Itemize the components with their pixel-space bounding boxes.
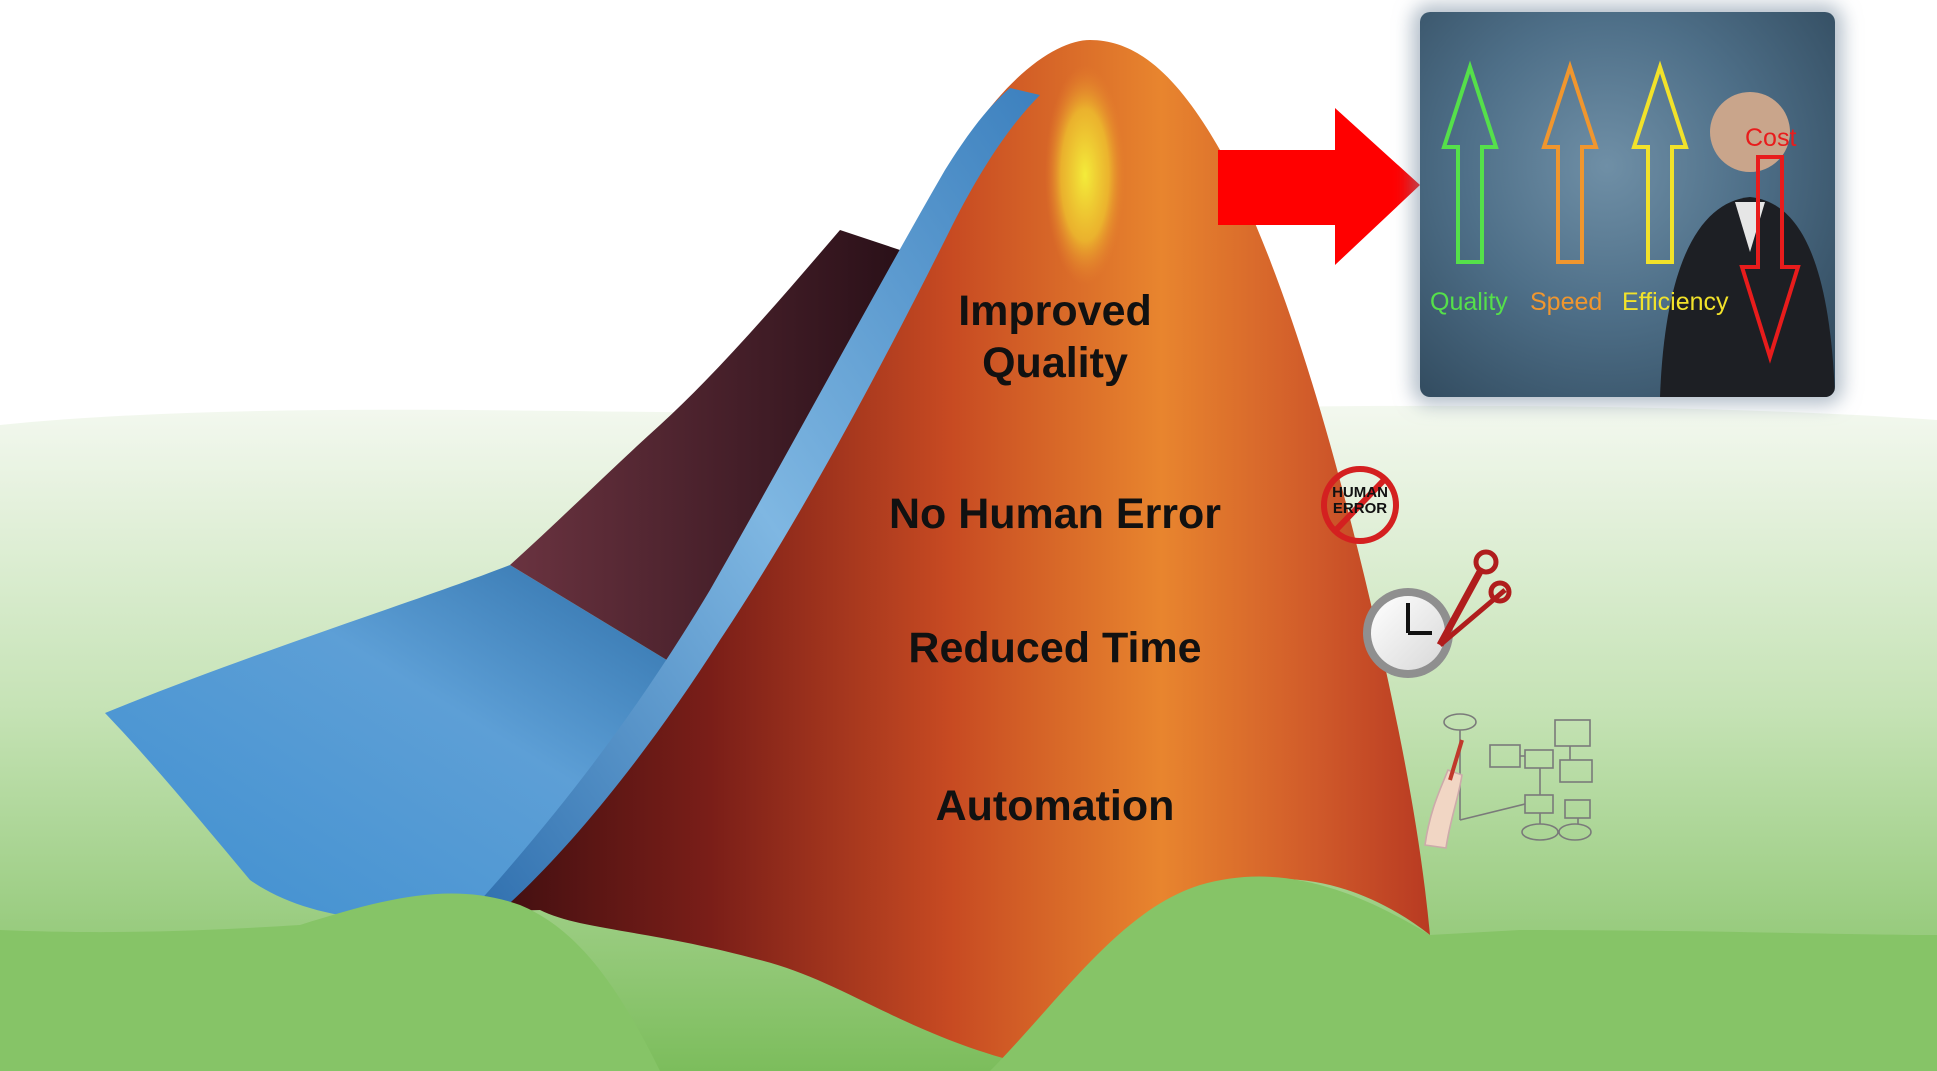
efficiency-arrow-icon (1631, 60, 1689, 264)
dark-fold-surface (510, 230, 900, 668)
speed-arrow-icon (1541, 60, 1599, 264)
label-improved-quality: Improved Quality (905, 285, 1205, 390)
inset-label-efficiency: Efficiency (1622, 288, 1729, 316)
human-error-line2: ERROR (1332, 500, 1388, 517)
ground-front (0, 893, 660, 1071)
peak-highlight (1045, 65, 1125, 285)
label-improved-quality-line2: Quality (982, 339, 1128, 388)
flowchart-drawing-icon (1424, 713, 1593, 849)
quality-speed-efficiency-cost-image: Quality Speed Efficiency Cost (1420, 12, 1835, 397)
label-no-human-error: No Human Error (888, 490, 1222, 538)
human-error-icon: HUMAN ERROR (1315, 465, 1405, 545)
ground-front-right (990, 876, 1937, 1071)
blue-ridge (470, 88, 1040, 912)
label-automation: Automation (935, 782, 1175, 830)
inset-label-speed: Speed (1530, 288, 1603, 316)
big-red-arrow-icon (1218, 108, 1420, 265)
peak-surface (470, 40, 1430, 1060)
clock-with-scissors-icon (1363, 549, 1512, 678)
human-error-line1: HUMAN (1332, 484, 1388, 501)
inset-artwork (1441, 60, 1835, 397)
label-reduced-time: Reduced Time (908, 624, 1202, 672)
blue-sheet-surface (105, 565, 680, 920)
inset-label-quality: Quality (1430, 288, 1508, 316)
quality-arrow-icon (1441, 60, 1499, 264)
inset-label-cost: Cost (1745, 124, 1797, 152)
label-improved-quality-line1: Improved (958, 287, 1152, 335)
cost-arrow-icon (1739, 155, 1801, 364)
